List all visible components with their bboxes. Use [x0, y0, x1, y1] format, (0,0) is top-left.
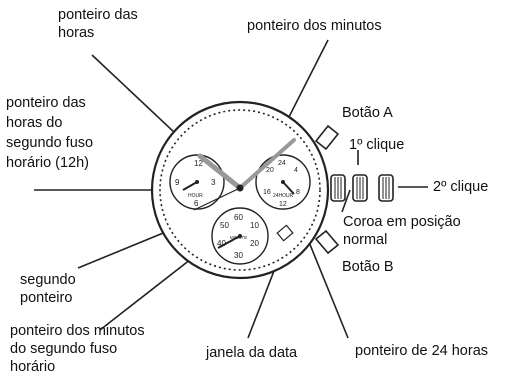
- second-hand: [193, 187, 241, 211]
- bottom-subdial-60: 60: [234, 213, 243, 222]
- label-second-click: 2º clique: [433, 179, 489, 195]
- right-subdial-12: 12: [279, 201, 287, 208]
- right-subdial-caption: 24HOUR: [273, 193, 294, 199]
- label-second-hand: segundo ponteiro: [20, 272, 76, 306]
- label-date-window: janela da data: [206, 345, 298, 361]
- bottom-subdial-10: 10: [250, 221, 259, 230]
- label-dual-time-minute-hand: ponteiro dos minutos do segundo fuso hor…: [10, 323, 145, 375]
- label-minute-hand: ponteiro dos minutos: [247, 18, 382, 34]
- minute-hand: [238, 138, 296, 190]
- label-first-click: 1º clique: [349, 137, 405, 153]
- bottom-subdial-20: 20: [250, 239, 259, 248]
- date-window: [276, 224, 294, 242]
- left-subdial-12: 12: [194, 159, 203, 168]
- crown-knurling: [334, 177, 390, 199]
- label-dual-time-hour-hand: ponteiro das horas do segundo fuso horár…: [6, 95, 94, 171]
- dual-hour-hand: [182, 181, 198, 191]
- hour-hand: [197, 153, 243, 191]
- bottom-pin: [238, 234, 242, 238]
- right-pin: [281, 180, 285, 184]
- label-button-b: Botão B: [342, 259, 394, 275]
- center-pin: [236, 184, 244, 192]
- label-hour-hand: ponteiro das horas: [58, 7, 138, 41]
- left-subdial-3: 3: [211, 178, 216, 187]
- right-subdial-4: 4: [294, 167, 298, 174]
- left-pin: [195, 180, 199, 184]
- bottom-subdial-50: 50: [220, 221, 229, 230]
- label-24h-hand: ponteiro de 24 horas: [355, 343, 489, 359]
- right-subdial-16: 16: [263, 189, 271, 196]
- left-subdial-caption: HOUR: [188, 193, 203, 199]
- button-b: [314, 229, 340, 255]
- hand-24h: [282, 181, 295, 195]
- label-button-a: Botão A: [342, 105, 393, 121]
- left-subdial-6: 6: [194, 199, 199, 208]
- bottom-subdial-30: 30: [234, 251, 243, 260]
- left-subdial-9: 9: [175, 178, 180, 187]
- dual-minute-hand: [217, 235, 241, 249]
- right-subdial-24: 24: [278, 160, 286, 167]
- right-subdial-8: 8: [296, 189, 300, 196]
- leader-dual-minute-hand: [99, 251, 201, 331]
- right-subdial-20: 20: [266, 167, 274, 174]
- bottom-subdial-40: 40: [217, 239, 226, 248]
- crown-positions: [330, 174, 394, 202]
- label-crown-normal: Coroa em posição normal: [343, 214, 461, 248]
- button-a: [314, 124, 340, 151]
- leader-crown: [341, 189, 351, 213]
